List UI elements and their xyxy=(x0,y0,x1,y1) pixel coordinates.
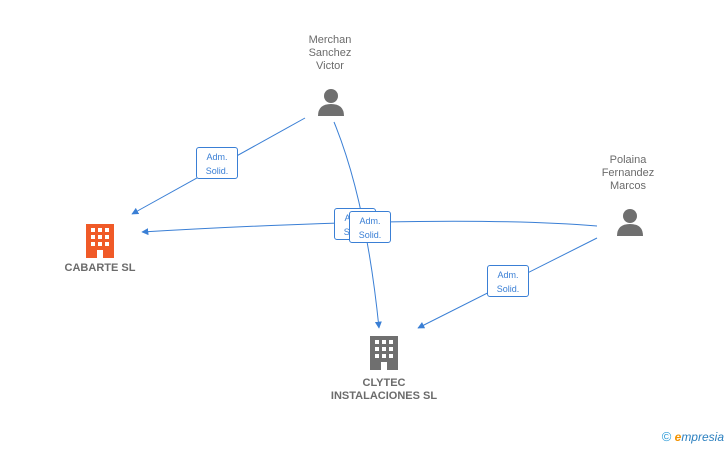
role-badge: Adm. Solid. xyxy=(349,211,391,243)
person-icon[interactable] xyxy=(316,87,346,117)
role-line: Adm. xyxy=(206,152,228,162)
role-line: Adm. xyxy=(497,270,519,280)
person-label-merchan: Merchan Sanchez Victor xyxy=(308,34,352,72)
edge-polaina-to-cabarte xyxy=(141,220,598,236)
company-label-cabarte[interactable]: CABARTE SL xyxy=(64,262,136,274)
role-badge: Adm. Solid. xyxy=(487,265,529,297)
role-line: Adm. xyxy=(359,216,381,226)
brand-logo: © empresia xyxy=(662,429,724,444)
building-icon[interactable] xyxy=(84,222,116,258)
role-line: Solid. xyxy=(358,230,382,240)
role-badge: Adm. Solid. xyxy=(196,147,238,179)
brand-e: e xyxy=(674,430,682,444)
person-icon[interactable] xyxy=(615,207,645,237)
person-label-polaina: Polaina Fernandez Marcos xyxy=(601,154,655,192)
role-line: Solid. xyxy=(496,284,520,294)
company-label-clytec[interactable]: CLYTEC INSTALACIONES SL xyxy=(330,377,438,402)
copyright-icon: © xyxy=(661,429,672,444)
building-icon[interactable] xyxy=(368,334,400,370)
role-line: Solid. xyxy=(205,166,229,176)
brand-name: mpresia xyxy=(681,430,724,444)
